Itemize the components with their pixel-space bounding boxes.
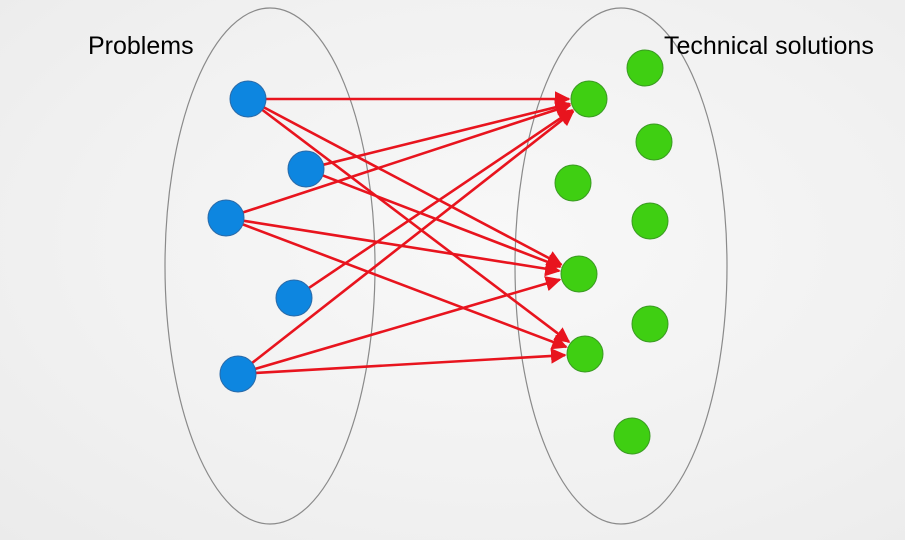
edge-p5-s5 [255, 348, 567, 375]
problem-node-p5 [219, 355, 257, 393]
solution-node-s9 [613, 417, 651, 455]
solution-node-s3 [554, 164, 592, 202]
edge-p1-s5 [261, 108, 571, 343]
edge-p2-s4 [322, 174, 562, 270]
solution-node-s2 [626, 49, 664, 87]
solution-node-s1 [570, 80, 608, 118]
solution-node-s4 [560, 255, 598, 293]
solution-node-s8 [631, 305, 669, 343]
edge-p3-s1 [242, 102, 572, 214]
problem-node-p2 [287, 150, 325, 188]
problem-node-p1 [229, 80, 267, 118]
edge-p4-s1 [308, 109, 574, 290]
solution-node-s5 [566, 335, 604, 373]
solution-node-s6 [635, 123, 673, 161]
solutions-set-ellipse [514, 7, 728, 525]
problems-label: Problems [88, 32, 194, 60]
solution-node-s7 [631, 202, 669, 240]
problem-node-p4 [275, 279, 313, 317]
edge-p5-s4 [254, 276, 562, 371]
solutions-label: Technical solutions [664, 32, 874, 60]
edge-p2-s1 [323, 99, 572, 166]
nodes-layer [207, 49, 673, 455]
edge-p1-s4 [263, 106, 563, 266]
edge-p5-s1 [251, 110, 575, 364]
edges-layer [242, 91, 575, 375]
problem-node-p3 [207, 199, 245, 237]
edge-p3-s5 [242, 223, 568, 350]
